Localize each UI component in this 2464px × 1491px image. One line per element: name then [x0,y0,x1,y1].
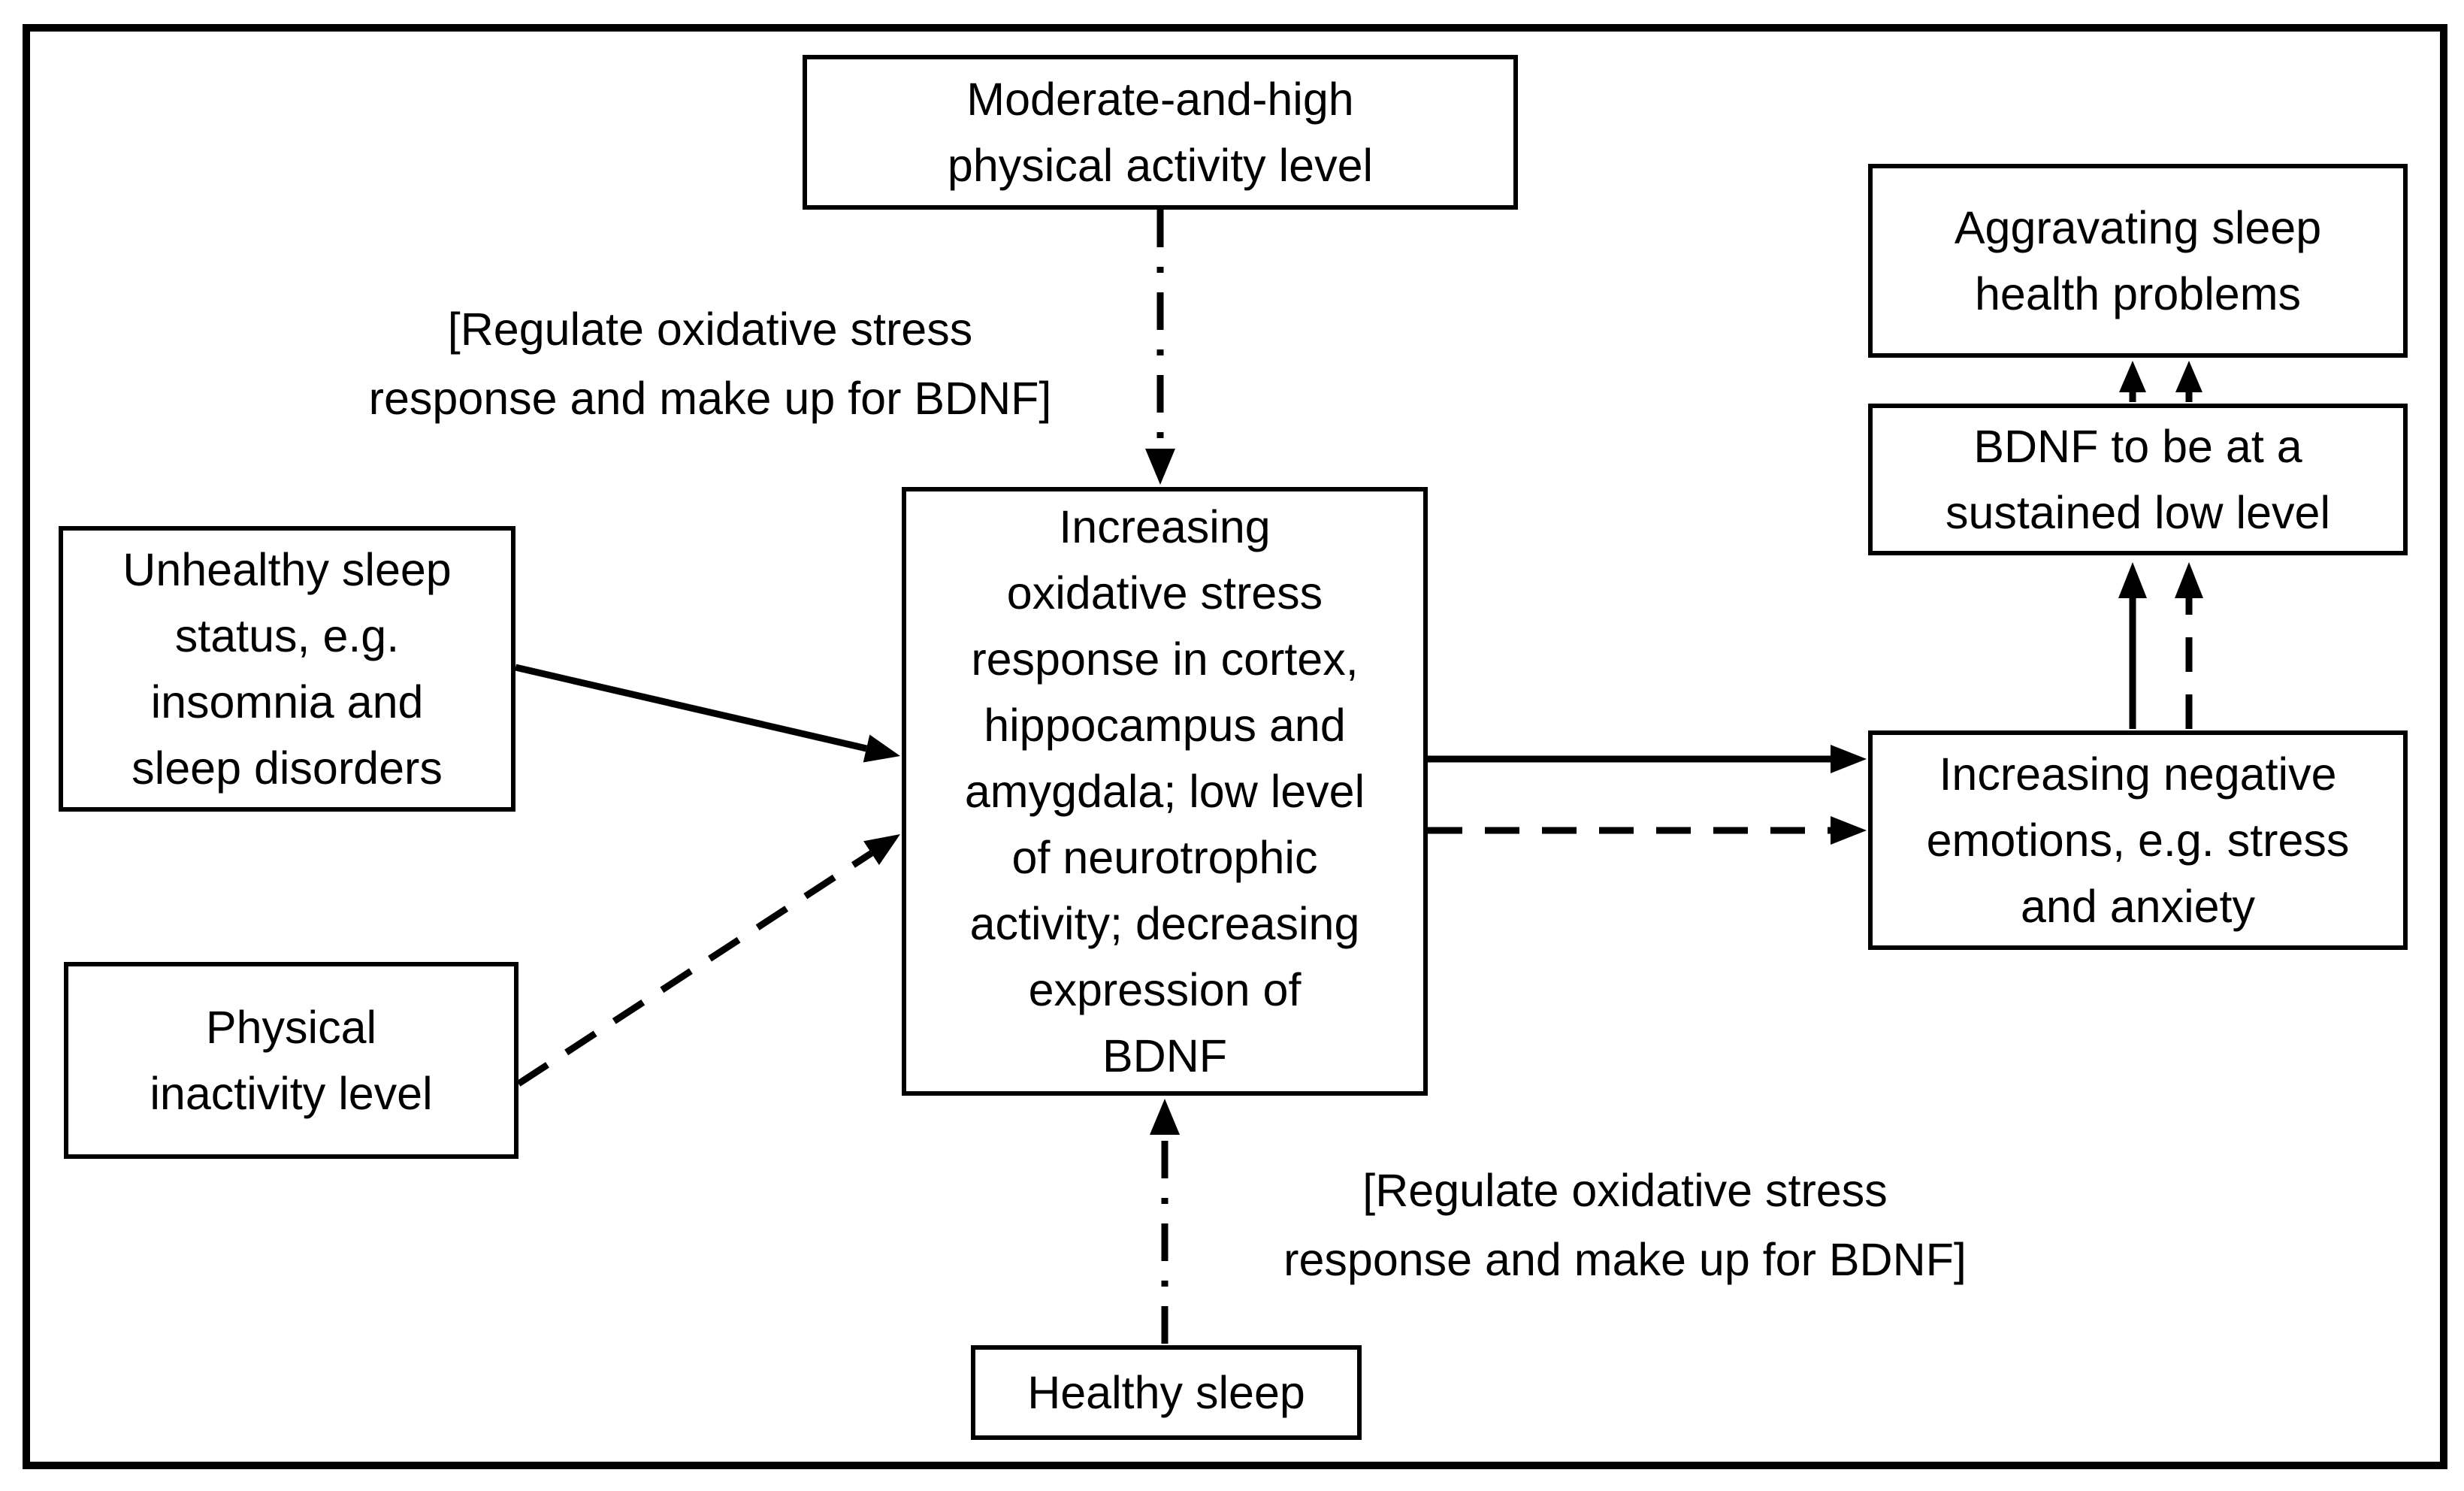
node-text-line: sleep disorders [132,742,443,794]
annotation-text-line: response and make up for BDNF] [1283,1234,1967,1285]
node-text-line: BDNF [1102,1030,1228,1081]
node-oxidative-stress-bdnf-mechanism: Increasing oxidative stress response in … [902,487,1428,1096]
node-text-line: Increasing negative [1939,749,2337,800]
node-text-line: expression of [1028,964,1302,1015]
annotation-regulate-oxidative-stress-top: [Regulate oxidative stress response and … [286,295,1135,433]
arrow-healthy-to-central-dashdot [1150,1099,1180,1344]
node-text-line: activity; decreasing [969,898,1360,949]
node-text-line: hippocampus and [984,700,1346,751]
node-moderate-high-physical-activity: Moderate-and-high physical activity leve… [803,55,1518,210]
node-text-line: Physical [205,1002,377,1053]
node-text-line: physical activity level [947,140,1374,191]
node-increasing-negative-emotions: Increasing negative emotions, e.g. stres… [1868,730,2408,950]
node-text-line: Healthy sleep [1027,1367,1305,1418]
arrow-bdnf-to-aggravating-dashed [2175,361,2202,402]
annotation-text-line: [Regulate oxidative stress [447,304,973,355]
arrow-central-to-emotions-dashed [1428,816,1867,845]
node-aggravating-sleep-health-problems: Aggravating sleep health problems [1868,164,2408,358]
node-text-line: oxidative stress [1006,567,1323,618]
arrow-inactivity-to-central-dashed [516,834,900,1087]
arrow-emotions-to-bdnf-solid [2118,562,2147,729]
node-text-line: insomnia and [150,676,424,727]
annotation-regulate-oxidative-stress-bottom: [Regulate oxidative stress response and … [1202,1156,2048,1294]
arrow-bdnf-to-aggravating-solid [2119,361,2146,402]
node-unhealthy-sleep-status: Unhealthy sleep status, e.g. insomnia an… [59,526,515,812]
node-text-line: amygdala; low level [964,766,1365,817]
node-text-line: Increasing [1059,501,1271,552]
node-text-line: Moderate-and-high [966,74,1354,125]
arrow-central-to-emotions-solid [1428,745,1867,773]
arrow-emotions-to-bdnf-dashed [2175,562,2203,729]
arrow-activity-to-central-dashdot [1145,210,1175,485]
node-bdnf-sustained-low-level: BDNF to be at a sustained low level [1868,404,2408,555]
node-physical-inactivity-level: Physical inactivity level [64,962,518,1159]
node-text-line: sustained low level [1945,487,2330,538]
node-text-line: response in cortex, [971,634,1359,685]
node-text-line: inactivity level [150,1068,433,1119]
node-text-line: BDNF to be at a [1973,421,2302,472]
annotation-text-line: [Regulate oxidative stress [1362,1165,1888,1216]
node-text-line: Aggravating sleep [1954,202,2322,253]
node-text-line: of neurotrophic [1011,832,1318,883]
node-text-line: status, e.g. [174,610,400,661]
arrow-unhealthy-to-central-solid [514,664,900,763]
node-text-line: Unhealthy sleep [122,544,452,595]
node-text-line: health problems [1974,268,2302,319]
node-healthy-sleep: Healthy sleep [971,1345,1362,1440]
node-text-line: and anxiety [2021,881,2255,932]
node-text-line: emotions, e.g. stress [1926,815,2350,866]
annotation-text-line: response and make up for BDNF] [368,373,1052,424]
